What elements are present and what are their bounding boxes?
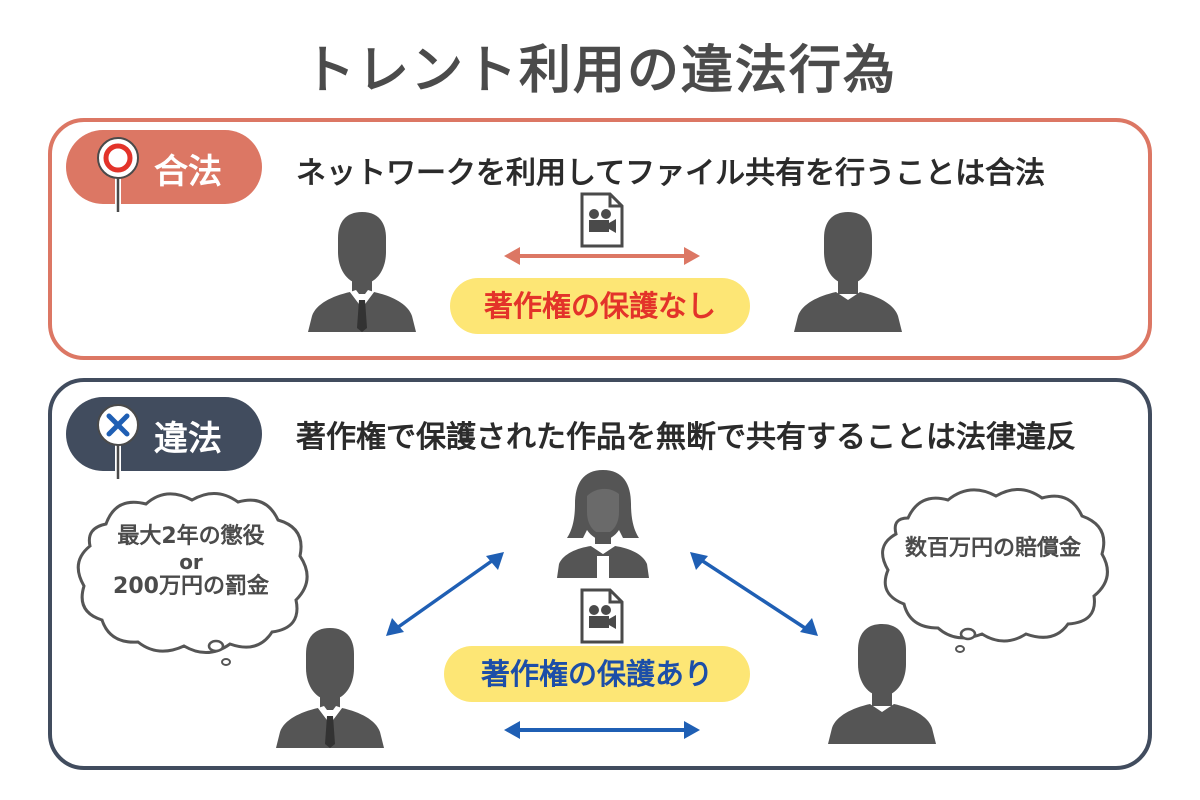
- thought-bubble-left: [76, 492, 309, 666]
- diagonal-arrow-right-icon: [690, 552, 818, 636]
- video-file-icon: [580, 192, 624, 248]
- circle-sign-icon: [97, 137, 139, 214]
- video-file-icon: [580, 588, 624, 644]
- illegal-badge: 違法: [66, 397, 262, 481]
- left-bubble-text: 最大2年の懲役 or 200万円の罰金: [86, 522, 296, 602]
- person-icon: [794, 212, 902, 332]
- penalty-prison: 最大2年の懲役: [117, 524, 265, 549]
- right-bubble-text: 数百万円の賠償金: [904, 536, 1081, 561]
- legal-statement: ネットワークを利用してファイル共有を行うことは合法: [296, 156, 1046, 191]
- person-icon: [828, 624, 936, 744]
- legal-copyright-pill: 著作権の保護なし: [450, 278, 750, 334]
- illegal-copyright-pill: 著作権の保護あり: [444, 646, 750, 702]
- cross-sign-icon: [97, 404, 139, 481]
- penalty-or: or: [179, 550, 203, 574]
- illegal-badge-label: 違法: [154, 419, 222, 459]
- person-icon: [308, 212, 416, 332]
- double-arrow-icon: [504, 247, 700, 265]
- page-title: トレント利用の違法行為: [302, 41, 897, 101]
- diagonal-arrow-left-icon: [386, 552, 504, 636]
- penalty-fine: 200万円の罰金: [113, 574, 269, 599]
- double-arrow-icon: [504, 721, 700, 739]
- legal-badge: 合法: [66, 130, 262, 214]
- illegal-statement: 著作権で保護された作品を無断で共有することは法律違反: [296, 420, 1076, 455]
- thought-bubble-right: [881, 488, 1109, 653]
- person-icon: [557, 470, 649, 578]
- person-icon: [276, 628, 384, 748]
- legal-badge-label: 合法: [154, 152, 222, 192]
